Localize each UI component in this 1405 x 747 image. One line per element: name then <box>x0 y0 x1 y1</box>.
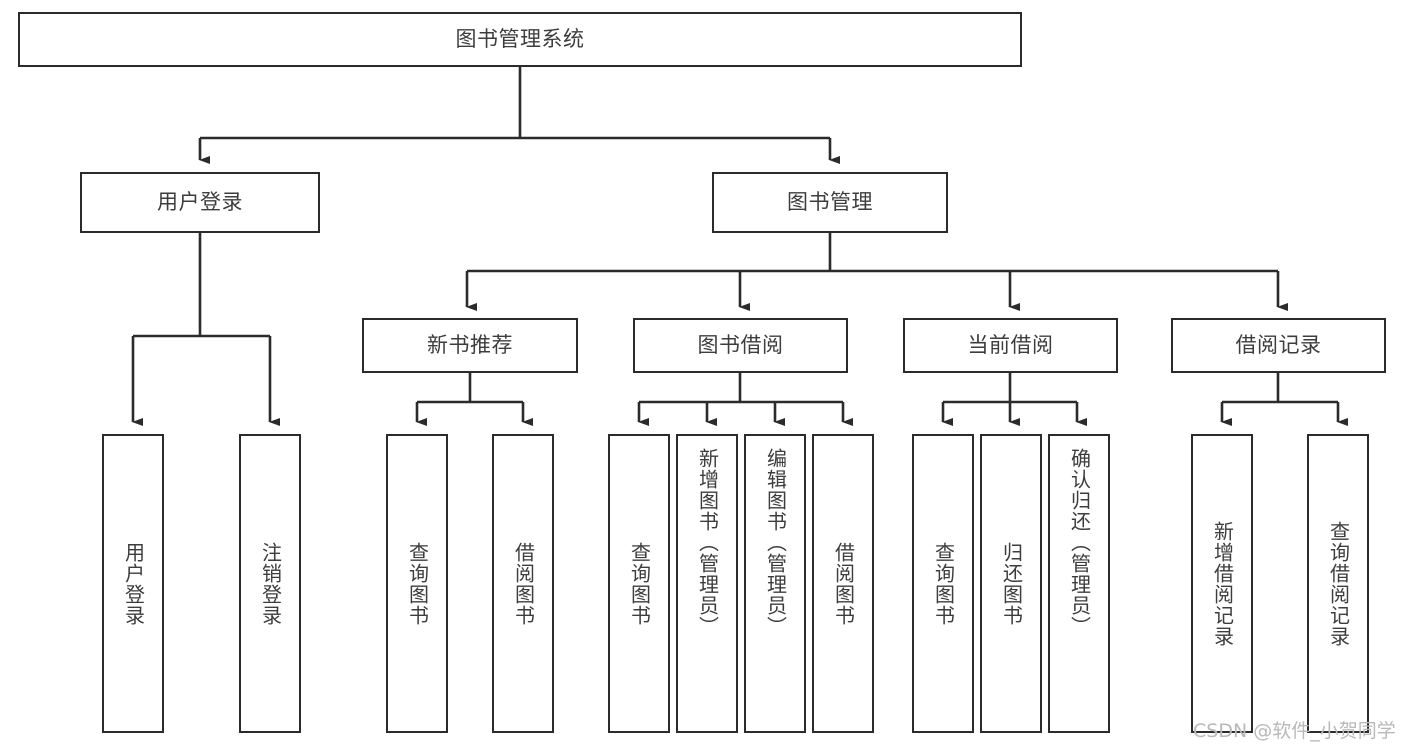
leaf-label: 查询借阅记录 <box>1326 520 1351 647</box>
leaf-label: 注销登录 <box>258 541 283 626</box>
leaf-current-borrow-query[interactable]: 查询图书 <box>912 434 974 733</box>
leaf-label: 新增借阅记录 <box>1210 520 1235 647</box>
node-book-management[interactable]: 图书管理 <box>712 172 948 233</box>
leaf-current-borrow-return[interactable]: 归还图书 <box>980 434 1042 733</box>
watermark-text: CSDN @软件_小贺同学 <box>1193 720 1396 742</box>
leaf-label: 归还图书 <box>999 541 1024 626</box>
node-book-borrow[interactable]: 图书借阅 <box>633 318 848 373</box>
leaf-label: 查询图书 <box>627 541 652 626</box>
node-root-label: 图书管理系统 <box>455 27 585 52</box>
node-user-login-label: 用户登录 <box>157 190 243 215</box>
leaf-label: 查询图书 <box>931 541 956 626</box>
node-user-login[interactable]: 用户登录 <box>80 172 320 233</box>
leaf-borrow-record-query[interactable]: 查询借阅记录 <box>1307 434 1369 733</box>
node-new-book-recommend[interactable]: 新书推荐 <box>362 318 578 373</box>
node-new-book-recommend-label: 新书推荐 <box>427 333 513 358</box>
node-borrow-record[interactable]: 借阅记录 <box>1171 318 1386 373</box>
leaf-user-login-login[interactable]: 用户登录 <box>102 434 164 733</box>
leaf-label: 查询图书 <box>405 541 430 626</box>
leaf-label: 新增图书（管理员） <box>695 448 720 637</box>
leaf-book-borrow-edit[interactable]: 编辑图书（管理员） <box>744 434 806 733</box>
leaf-label: 用户登录 <box>121 541 146 626</box>
leaf-book-borrow-query[interactable]: 查询图书 <box>608 434 670 733</box>
leaf-new-book-borrow[interactable]: 借阅图书 <box>492 434 554 733</box>
node-current-borrow[interactable]: 当前借阅 <box>903 318 1118 373</box>
leaf-user-login-logout[interactable]: 注销登录 <box>239 434 301 733</box>
leaf-label: 借阅图书 <box>831 541 856 626</box>
leaf-book-borrow-add[interactable]: 新增图书（管理员） <box>676 434 738 733</box>
leaf-current-borrow-confirm-return[interactable]: 确认归还（管理员） <box>1048 434 1110 733</box>
leaf-new-book-query[interactable]: 查询图书 <box>386 434 448 733</box>
node-book-borrow-label: 图书借阅 <box>697 333 784 358</box>
leaf-label: 确认归还（管理员） <box>1067 448 1092 637</box>
leaf-borrow-record-add[interactable]: 新增借阅记录 <box>1191 434 1253 733</box>
node-root[interactable]: 图书管理系统 <box>18 12 1022 67</box>
node-borrow-record-label: 借阅记录 <box>1235 333 1322 358</box>
leaf-label: 借阅图书 <box>511 541 536 626</box>
node-current-borrow-label: 当前借阅 <box>967 333 1054 358</box>
node-book-management-label: 图书管理 <box>787 190 873 215</box>
leaf-book-borrow-borrow[interactable]: 借阅图书 <box>812 434 874 733</box>
leaf-label: 编辑图书（管理员） <box>763 448 788 637</box>
